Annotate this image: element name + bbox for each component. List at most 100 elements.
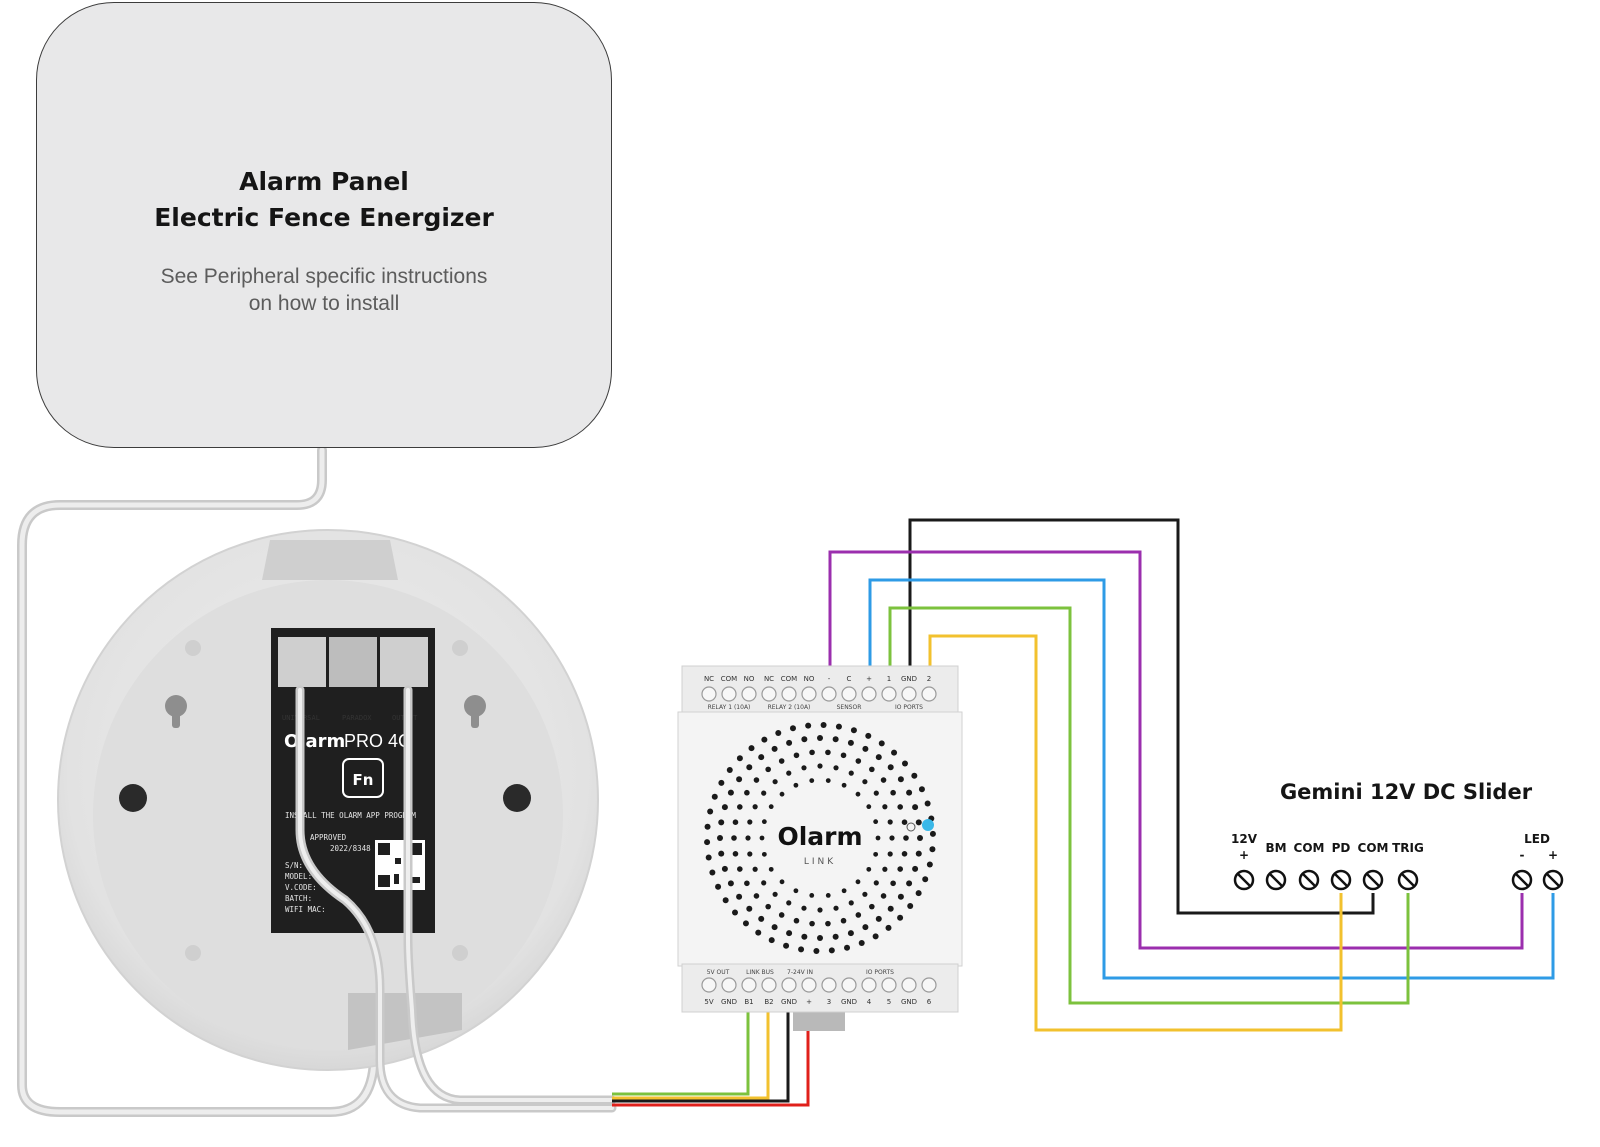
pro-fields: S/N:MODEL:V.CODE:BATCH:WIFI MAC: — [285, 861, 326, 914]
link-top-terminal-screw[interactable] — [901, 686, 917, 702]
link-bottom-terminal-screw[interactable] — [741, 977, 757, 993]
link-top-terminal-label: COM — [721, 675, 737, 683]
speaker-hole — [890, 789, 896, 796]
link-top-terminal-screw[interactable] — [781, 686, 797, 702]
speaker-hole — [825, 893, 831, 898]
speaker-hole — [855, 912, 862, 918]
panel-subtitle-line2: on how to install — [248, 292, 400, 315]
link-bottom-terminal-label: 3 — [827, 998, 831, 1006]
speaker-hole — [761, 736, 768, 743]
pro-field-label: WIFI MAC: — [285, 905, 326, 914]
speaker-hole — [833, 765, 839, 771]
speaker-hole — [891, 749, 898, 756]
speaker-hole — [901, 851, 908, 857]
link-bottom-terminal-screw[interactable] — [801, 977, 817, 993]
speaker-hole — [917, 835, 923, 841]
speaker-hole — [887, 764, 894, 771]
pro-install-text: INSTALL THE OLARM APP PROGRAM — [285, 811, 416, 820]
pro-model: PRO 4G — [344, 731, 412, 751]
speaker-hole — [906, 880, 913, 887]
speaker-hole — [758, 915, 765, 922]
led-terminal-label: LED — [1524, 832, 1550, 846]
link-top-group-label: IO PORTS — [895, 704, 923, 711]
slider-wires — [828, 518, 1555, 1032]
speaker-hole — [825, 778, 831, 783]
speaker-hole — [817, 935, 823, 941]
link-top-terminal-label: NC — [704, 675, 714, 683]
link-bottom-terminal-screw[interactable] — [701, 977, 717, 993]
speaker-hole — [779, 791, 785, 797]
speaker-hole — [737, 804, 743, 810]
pro-field-label: S/N: — [285, 861, 303, 870]
link-top-terminal-screw[interactable] — [741, 686, 757, 702]
speaker-hole — [924, 800, 931, 807]
speaker-hole — [878, 740, 885, 747]
link-top-terminal-label: 2 — [927, 675, 931, 683]
slider-terminal-polarity: + — [1238, 848, 1250, 862]
led-terminal-label: - — [1519, 848, 1525, 862]
link-top-terminal-screw[interactable] — [801, 686, 817, 702]
speaker-hole — [745, 835, 751, 841]
speaker-hole — [801, 736, 808, 743]
fn-label: Fn — [353, 771, 374, 789]
speaker-hole — [887, 851, 893, 857]
speaker-hole — [772, 779, 778, 785]
link-top-terminal-screw[interactable] — [841, 686, 857, 702]
speaker-hole — [761, 790, 767, 796]
speaker-hole — [929, 830, 936, 837]
link-bottom-terminal-screw[interactable] — [781, 977, 797, 993]
qr-code-icon — [375, 840, 425, 890]
link-bottom-terminal-label: B2 — [764, 998, 773, 1006]
speaker-hole — [841, 782, 847, 788]
link-top-terminal-screw[interactable] — [881, 686, 897, 702]
speaker-hole — [778, 758, 785, 764]
speaker-hole — [862, 891, 868, 897]
link-bottom-terminal-screw[interactable] — [901, 977, 917, 993]
speaker-hole — [718, 779, 725, 786]
link-sub: LINK — [804, 857, 836, 867]
fn-button[interactable] — [342, 758, 384, 798]
speaker-hole — [835, 723, 842, 730]
speaker-hole — [737, 866, 743, 872]
speaker-hole — [759, 835, 765, 841]
speaker-hole — [771, 924, 778, 931]
link-top-terminal-screw[interactable] — [701, 686, 717, 702]
speaker-hole — [752, 866, 758, 872]
link-bottom-terminal-screw[interactable] — [861, 977, 877, 993]
speaker-hole — [820, 722, 827, 729]
link-bottom-terminal-screw[interactable] — [761, 977, 777, 993]
speaker-hole — [817, 735, 823, 741]
slider-terminal-label: COM — [1293, 841, 1325, 855]
speaker-hole — [850, 727, 857, 734]
link-bottom-terminal-label: 6 — [927, 998, 932, 1006]
link-bottom-terminal-screw[interactable] — [821, 977, 837, 993]
speaker-hole — [873, 880, 879, 886]
speaker-hole — [742, 920, 749, 927]
link-top-terminal-screw[interactable] — [821, 686, 837, 702]
speaker-hole — [809, 920, 815, 927]
speaker-hole — [887, 819, 893, 825]
speaker-hole — [832, 933, 839, 940]
speaker-hole — [873, 819, 879, 825]
link-top-terminal-screw[interactable] — [761, 686, 777, 702]
link-top-terminal-screw[interactable] — [921, 686, 937, 702]
screw-slot — [1366, 873, 1380, 887]
speaker-hole — [736, 776, 743, 783]
link-top-terminal-screw[interactable] — [721, 686, 737, 702]
speaker-hole — [755, 929, 762, 936]
speaker-hole — [783, 942, 790, 949]
speaker-hole — [897, 866, 903, 872]
speaker-hole — [912, 804, 919, 811]
link-top-terminal-screw[interactable] — [861, 686, 877, 702]
speaker-hole — [732, 851, 739, 857]
link-top-group-label: RELAY 1 (10A) — [708, 704, 751, 711]
panel-title-line1: Alarm Panel — [239, 167, 409, 196]
link-bottom-terminal-screw[interactable] — [921, 977, 937, 993]
speaker-hole — [707, 808, 714, 815]
link-bottom-terminal-screw[interactable] — [841, 977, 857, 993]
speaker-hole — [718, 819, 725, 826]
link-bottom-terminal-screw[interactable] — [881, 977, 897, 993]
screw-slot — [1302, 873, 1316, 887]
link-bottom-terminal-screw[interactable] — [721, 977, 737, 993]
